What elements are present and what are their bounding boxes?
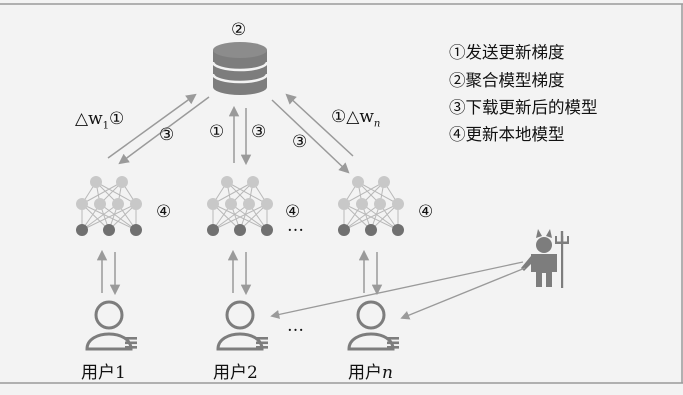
arrow-download-right [271,99,350,174]
delta-w-subscript: 1 [102,120,109,132]
user-2-label: 用户2 [213,363,258,383]
legend-item-download-model: ③下载更新后的模型 [449,98,598,117]
arrow-download-left [118,96,210,165]
server-step-marker: ② [231,20,247,40]
user-1-icon [85,300,139,351]
arrow-upload-left [107,93,197,159]
devil-attacker-icon [521,229,569,288]
model-n-marker: ④ [418,202,434,222]
upload-right-marker: ① [331,107,347,127]
database-icon [211,42,269,95]
legend-item-aggregate: ②聚合模型梯度 [449,71,565,90]
model-user-arrows [96,249,383,296]
user-n-label: 用户n [348,365,393,382]
legend-item-send-gradient: ①发送更新梯度 [449,43,565,62]
user-n-icon [347,300,401,351]
upload-right-label: ①△wn [331,109,380,129]
upload-left-marker: ① [109,109,125,129]
users-ellipsis: … [287,316,304,336]
legend-item-update-local: ④更新本地模型 [449,125,565,144]
server-model-arrows [107,93,354,174]
user-n-variable: n [382,363,393,383]
delta-w-text: △w [346,107,374,127]
download-right-marker: ③ [292,132,308,152]
local-model-n [337,175,405,237]
download-mid-marker: ③ [251,122,267,142]
user-1-label: 用户1 [81,363,126,383]
models-ellipsis: … [287,216,304,236]
model-2-marker: ④ [285,202,301,222]
user-n-prefix: 用户 [348,363,382,383]
upload-mid-marker: ① [209,122,225,142]
upload-left-label: △w1① [75,111,124,131]
delta-w-text: △w [75,109,103,129]
model-1-marker: ④ [156,202,172,222]
attack-arrows [270,261,526,320]
download-left-marker: ③ [159,125,175,145]
user-2-icon [216,300,270,351]
delta-w-subscript: n [373,118,381,130]
local-model-1 [75,175,143,237]
arrow-upload-right [285,93,354,157]
local-model-2 [206,175,274,237]
